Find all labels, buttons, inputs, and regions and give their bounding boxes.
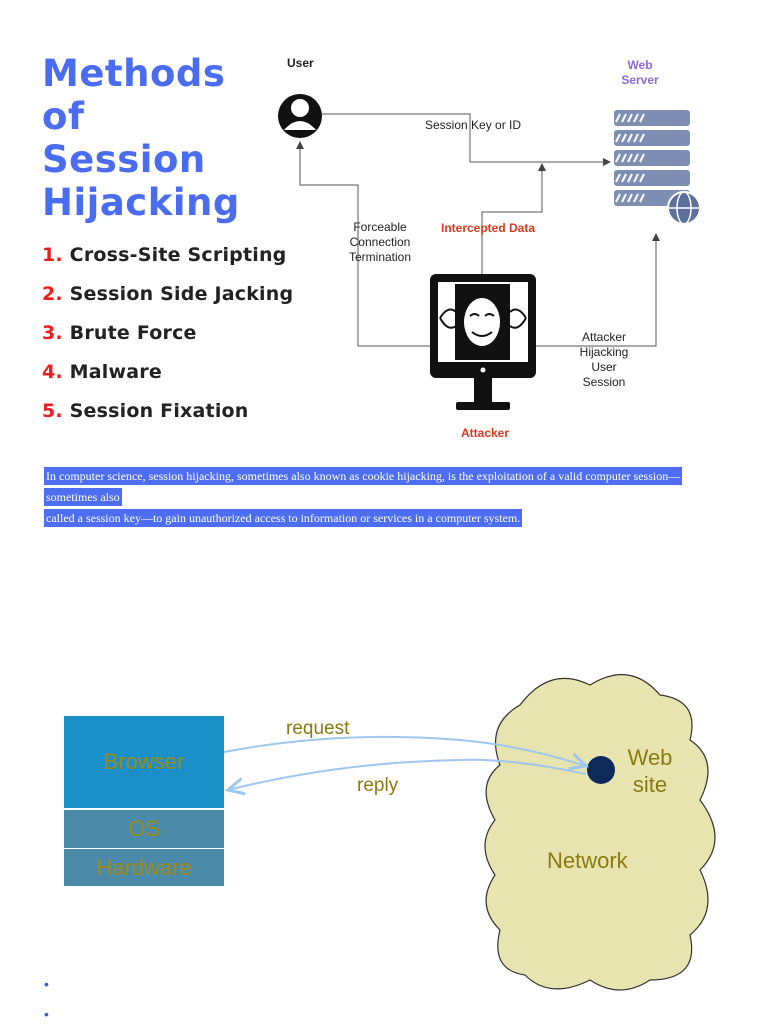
forceable-line-2: Connection — [349, 235, 411, 249]
hardware-layer: Hardware — [64, 849, 224, 886]
user-label: User — [287, 56, 314, 70]
intercepted-data-connector — [481, 163, 546, 275]
method-label: Session Fixation — [69, 400, 249, 422]
hijack-line-2: Hijacking — [579, 345, 629, 359]
reply-arrow — [228, 758, 587, 790]
forceable-termination-label: Forceable Connection Termination — [340, 220, 420, 265]
title-line-3: Hijacking — [42, 181, 240, 224]
method-number: 1. — [42, 244, 63, 266]
definition-line-2: called a session key—to gain unauthorize… — [44, 509, 523, 527]
method-number: 2. — [42, 283, 63, 305]
browser-label: Browser — [103, 749, 185, 774]
request-label: request — [286, 718, 350, 739]
method-number: 4. — [42, 361, 63, 383]
methods-list: 1. Cross-Site Scripting 2. Session Side … — [42, 240, 294, 435]
web-server-label-line-2: Server — [621, 73, 659, 87]
web-server-label-line-1: Web — [627, 58, 653, 72]
method-item: 3. Brute Force — [42, 318, 292, 357]
browser-layer: Browser — [64, 716, 224, 808]
method-item: 2. Session Side Jacking — [42, 279, 294, 318]
website-label-line-1: Web — [627, 745, 673, 770]
method-item: 5. Session Fixation — [42, 396, 292, 435]
website-node — [587, 756, 615, 784]
method-number: 3. — [42, 322, 63, 344]
hijacking-diagram — [278, 94, 701, 410]
definition-text: In computer science, session hijacking, … — [44, 466, 724, 529]
network-label: Network — [547, 848, 628, 873]
method-number: 5. — [42, 400, 63, 422]
hijack-line-1: Attacker — [581, 330, 626, 344]
hijack-line-4: Session — [582, 375, 626, 389]
web-server-label: Web Server — [615, 58, 665, 88]
forceable-line-1: Forceable — [353, 220, 407, 234]
os-label: OS — [128, 816, 160, 841]
web-server-icon — [614, 110, 701, 225]
bullet-point: • — [44, 976, 49, 992]
user-icon — [278, 94, 322, 138]
request-arrow — [223, 735, 586, 766]
method-label: Session Side Jacking — [69, 283, 294, 305]
method-item: 1. Cross-Site Scripting — [42, 240, 292, 279]
attacker-label: Attacker — [461, 426, 510, 440]
website-label: Web site — [620, 744, 680, 798]
reply-label: reply — [357, 775, 399, 796]
session-key-label: Session Key or ID — [425, 118, 522, 132]
bullet-point: • — [44, 1006, 49, 1022]
hardware-label: Hardware — [96, 854, 192, 880]
network-diagram — [223, 674, 716, 991]
attacker-computer-icon — [430, 274, 536, 410]
method-label: Cross-Site Scripting — [69, 244, 287, 266]
forceable-termination-connector — [296, 141, 430, 347]
session-key-connector — [322, 113, 611, 166]
definition-line-1: In computer science, session hijacking, … — [44, 467, 683, 506]
intercepted-data-label: Intercepted Data — [441, 221, 536, 235]
method-label: Brute Force — [69, 322, 197, 344]
hijack-line-3: User — [591, 360, 617, 374]
method-label: Malware — [69, 361, 162, 383]
title-line-2: Session — [42, 138, 206, 181]
os-layer: OS — [64, 810, 224, 848]
attacker-hijacking-label: Attacker Hijacking User Session — [578, 330, 630, 390]
method-item: 4. Malware — [42, 357, 292, 396]
forceable-line-3: Termination — [348, 250, 412, 264]
website-label-line-2: site — [632, 772, 668, 797]
attacker-hijack-connector — [536, 233, 660, 347]
title-line-1: Methods of — [42, 52, 226, 138]
network-cloud — [484, 674, 716, 991]
page-title: Methods of Session Hijacking — [42, 52, 262, 224]
